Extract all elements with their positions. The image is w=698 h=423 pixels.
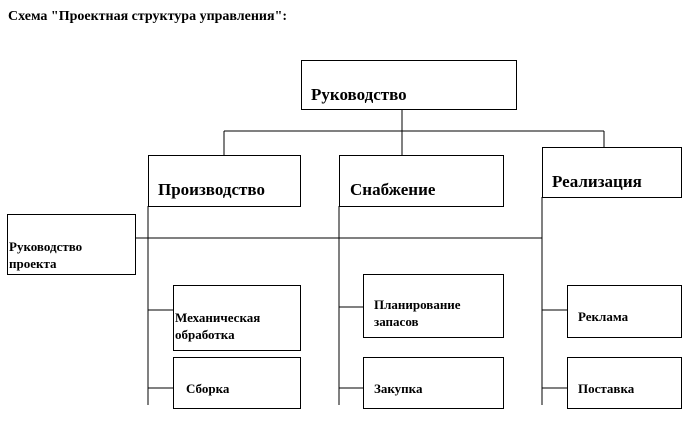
node-supply-label: Снабжение [350, 180, 436, 199]
node-management-label: Руководство [311, 85, 407, 104]
node-supply: Снабжение [339, 155, 504, 207]
node-advertising: Реклама [567, 285, 682, 338]
node-project-management-label: Руководство проекта [9, 239, 83, 271]
node-management: Руководство [301, 60, 517, 110]
node-inventory-planning-label: Планирование запасов [374, 297, 461, 329]
node-advertising-label: Реклама [578, 309, 629, 324]
node-sales: Реализация [542, 147, 682, 198]
node-machining: Механическая обработка [173, 285, 301, 351]
node-delivery: Поставка [567, 357, 682, 409]
node-assembly: Сборка [173, 357, 301, 409]
node-production-label: Производство [158, 180, 265, 199]
node-inventory-planning: Планирование запасов [363, 274, 504, 338]
node-project-management: Руководство проекта [7, 214, 136, 275]
node-purchasing-label: Закупка [374, 381, 423, 396]
node-machining-label: Механическая обработка [175, 310, 261, 342]
node-production: Производство [148, 155, 301, 207]
diagram-title: Схема "Проектная структура управления": [8, 9, 288, 24]
node-purchasing: Закупка [363, 357, 504, 409]
node-assembly-label: Сборка [186, 381, 230, 396]
node-sales-label: Реализация [552, 172, 642, 191]
node-delivery-label: Поставка [578, 381, 635, 396]
